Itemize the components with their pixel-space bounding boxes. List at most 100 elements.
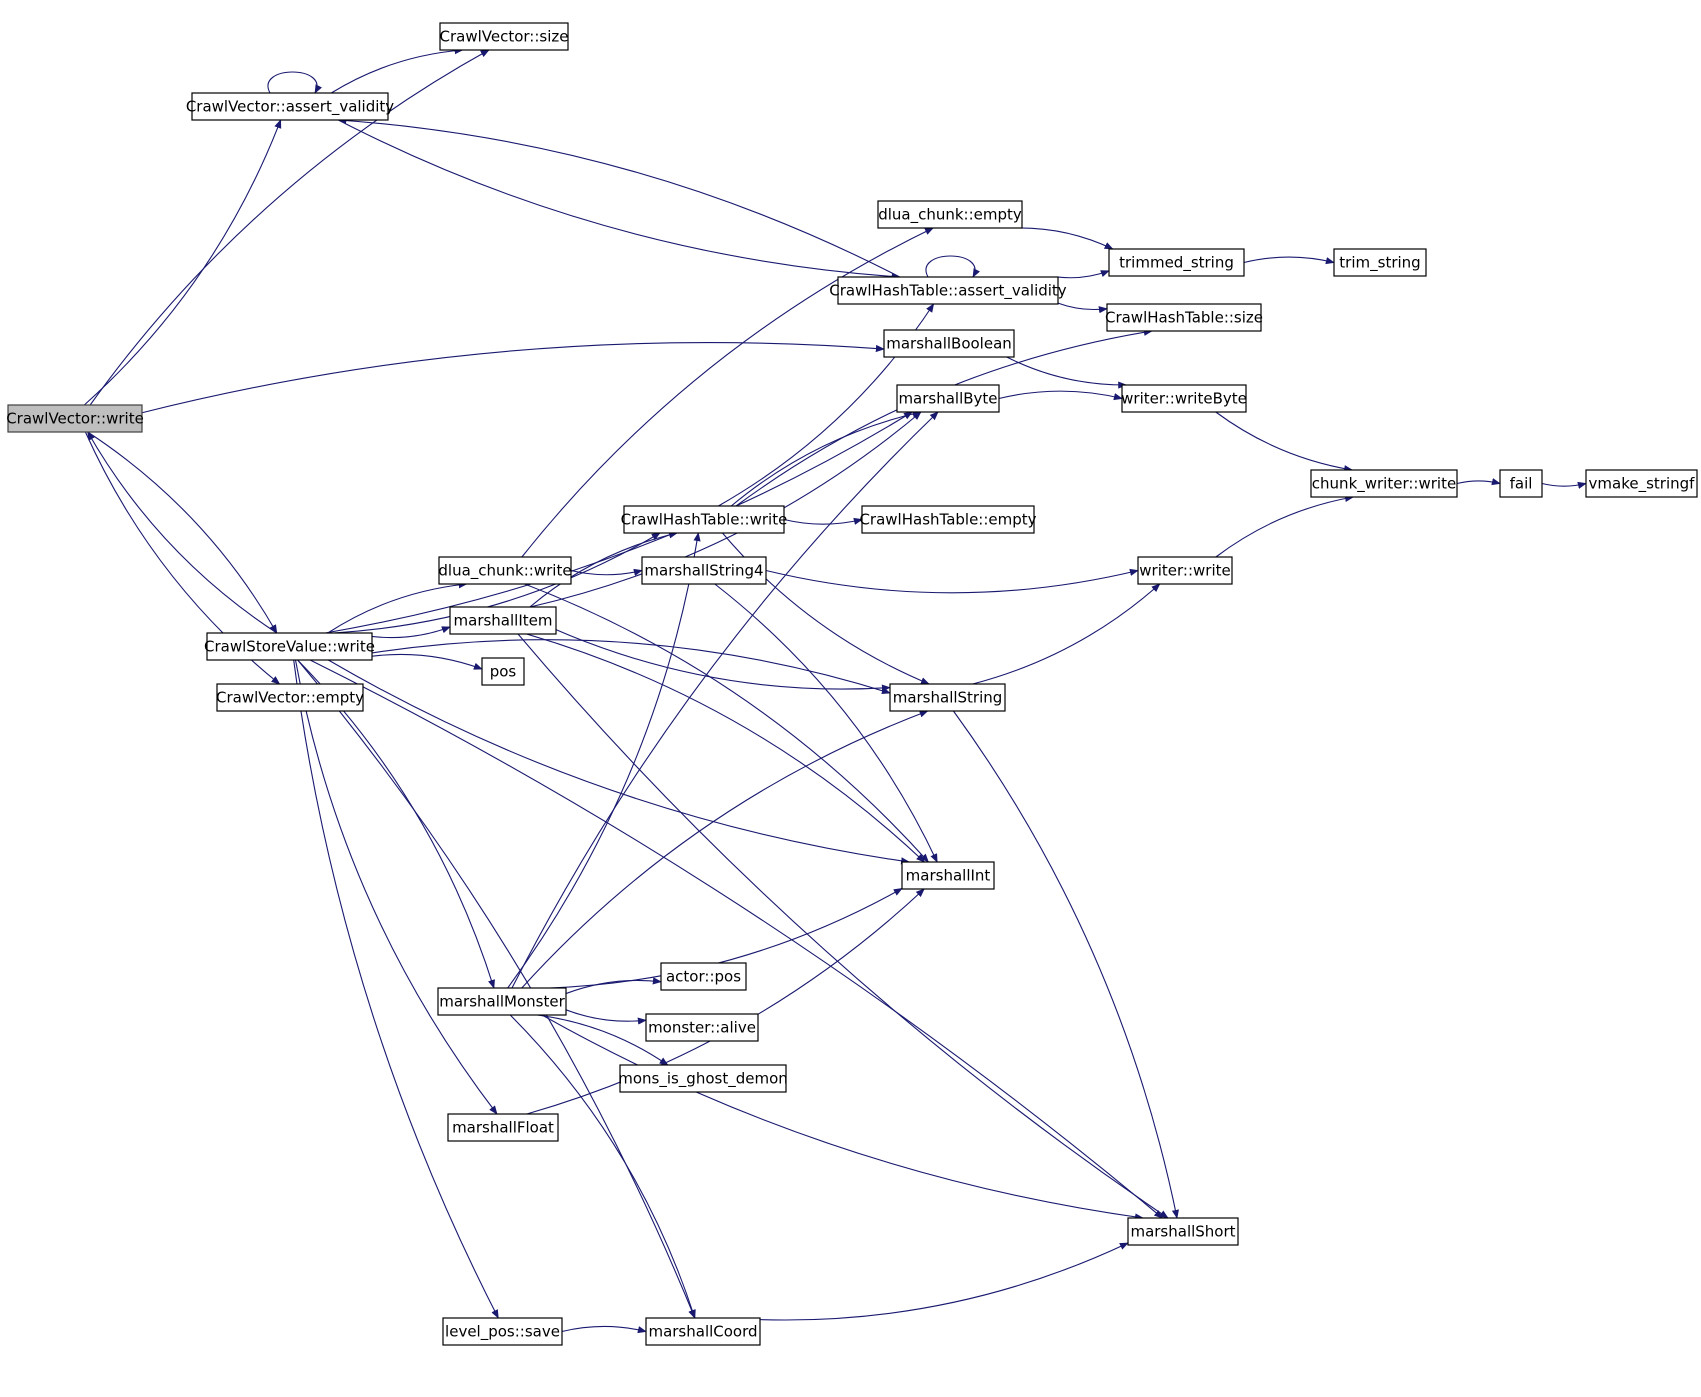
node-box [623, 505, 785, 534]
node-box [1310, 469, 1458, 498]
edge-line [521, 710, 929, 989]
edge-line [953, 710, 1179, 1219]
edge-csv-write-to-marshallShort [309, 659, 1164, 1219]
node-box [438, 556, 572, 585]
node-label: marshallShort [1130, 1223, 1235, 1241]
edge-cht-assert-to-cv-assert [337, 116, 900, 278]
edge-csv-write-to-marshallItem [371, 626, 451, 639]
node-trim-string[interactable]: trim_string [1333, 248, 1427, 277]
node-mons-ghost[interactable]: mons_is_ghost_demon [618, 1064, 788, 1093]
edges-layer [83, 47, 1587, 1334]
node-label: CrawlHashTable::assert_validity [829, 282, 1067, 301]
node-marshallCoord[interactable]: marshallCoord [645, 1317, 761, 1346]
edge-cht-assert-to-cht-size [1057, 302, 1108, 314]
node-vmake-stringf[interactable]: vmake_stringf [1585, 469, 1698, 498]
edge-csv-write-to-cv-write [87, 431, 278, 634]
node-cht-assert[interactable]: CrawlHashTable::assert_validity [829, 276, 1067, 305]
edge-line [714, 583, 938, 863]
edge-cv-write-to-marshallBoolean [141, 342, 885, 414]
node-label: pos [490, 663, 517, 681]
node-label: CrawlVector::write [6, 410, 144, 428]
node-marshallBoolean[interactable]: marshallBoolean [883, 329, 1015, 358]
edge-csv-write-to-dlua-write [327, 581, 468, 634]
edge-line [325, 411, 913, 634]
node-box [645, 1013, 759, 1042]
node-label: trim_string [1339, 254, 1420, 273]
edge-marshallString4-to-writer-write [765, 568, 1139, 594]
node-box [883, 329, 1015, 358]
node-marshallShort[interactable]: marshallShort [1127, 1217, 1239, 1246]
node-trimmed-string[interactable]: trimmed_string [1108, 248, 1245, 277]
node-label: marshallFloat [452, 1119, 554, 1137]
node-fail[interactable]: fail [1499, 469, 1543, 498]
node-marshallItem[interactable]: marshallItem [449, 606, 557, 635]
node-cht-write[interactable]: CrawlHashTable::write [621, 505, 788, 534]
node-label: level_pos::save [445, 1323, 560, 1342]
node-cht-size[interactable]: CrawlHashTable::size [1105, 303, 1263, 332]
edge-cv-assert-to-cht-assert [338, 119, 901, 281]
edge-line [1057, 270, 1110, 279]
node-box [877, 200, 1023, 229]
node-box [619, 1064, 787, 1093]
edge-line [972, 583, 1161, 685]
node-cv-size[interactable]: CrawlVector::size [439, 22, 569, 51]
node-box [437, 987, 567, 1016]
edge-cv-assert-to-cv-size [330, 47, 464, 94]
node-writer-write[interactable]: writer::write [1137, 556, 1233, 585]
node-label: marshallCoord [648, 1323, 757, 1341]
node-label: marshallInt [906, 867, 991, 885]
edge-line [1057, 302, 1108, 314]
node-box [481, 657, 525, 686]
node-cv-assert[interactable]: CrawlVector::assert_validity [186, 92, 394, 121]
node-marshallByte[interactable]: marshallByte [896, 384, 1000, 413]
node-label: dlua_chunk::empty [878, 206, 1022, 225]
edge-cv-write-to-cv-assert [83, 119, 282, 406]
edge-marshallMonster-to-marshallShort [541, 1014, 1144, 1221]
edge-line [529, 531, 679, 608]
node-cv-empty[interactable]: CrawlVector::empty [216, 683, 364, 712]
node-box [645, 1317, 761, 1346]
edge-line [327, 581, 468, 634]
node-label: CrawlHashTable::empty [859, 511, 1036, 529]
edge-trimmed-string-to-trim-string [1243, 256, 1335, 265]
edge-line [783, 517, 863, 525]
edge-csv-write-to-cht-write [333, 532, 661, 634]
node-chunk-write[interactable]: chunk_writer::write [1310, 469, 1458, 498]
edge-dlua-empty-to-trimmed-string [1013, 227, 1114, 250]
edge-csv-write-to-marshallInt [328, 659, 911, 865]
edge-line [338, 119, 901, 281]
node-csv-write[interactable]: CrawlStoreValue::write [204, 632, 375, 661]
node-monster-alive[interactable]: monster::alive [645, 1013, 759, 1042]
edge-marshallMonster-to-cht-write [507, 532, 701, 989]
node-marshallString[interactable]: marshallString [889, 683, 1006, 712]
node-writeByte[interactable]: writer::writeByte [1121, 384, 1247, 413]
edge-line [333, 532, 661, 634]
edge-line [1541, 481, 1587, 489]
edge-line [561, 1325, 647, 1334]
node-level-pos-save[interactable]: level_pos::save [442, 1317, 563, 1346]
node-label: chunk_writer::write [1312, 475, 1456, 494]
node-actor-pos[interactable]: actor::pos [660, 962, 747, 991]
edge-csv-write-to-marshallByte [325, 411, 913, 634]
node-label: CrawlHashTable::size [1105, 309, 1263, 327]
node-dlua-write[interactable]: dlua_chunk::write [438, 556, 572, 585]
node-marshallString4[interactable]: marshallString4 [641, 556, 767, 585]
node-pos[interactable]: pos [481, 657, 525, 686]
edge-line [517, 633, 1169, 1219]
node-label: monster::alive [648, 1019, 756, 1037]
node-cv-write[interactable]: CrawlVector::write [6, 404, 144, 433]
node-box [1108, 248, 1245, 277]
edge-marshallItem-to-cht-write [529, 531, 679, 608]
edge-marshallMonster-to-actor-pos [565, 977, 662, 995]
node-marshallFloat[interactable]: marshallFloat [447, 1113, 559, 1142]
node-marshallMonster[interactable]: marshallMonster [437, 987, 567, 1016]
node-dlua-empty[interactable]: dlua_chunk::empty [877, 200, 1023, 229]
edge-line [309, 659, 1164, 1219]
node-label: actor::pos [666, 968, 741, 986]
node-cht-empty[interactable]: CrawlHashTable::empty [859, 505, 1037, 534]
edge-fail-to-vmake-stringf [1541, 481, 1587, 489]
node-marshallInt[interactable]: marshallInt [901, 861, 995, 890]
node-label: writer::write [1139, 562, 1230, 580]
edge-cht-assert-to-trimmed-string [1057, 270, 1110, 279]
